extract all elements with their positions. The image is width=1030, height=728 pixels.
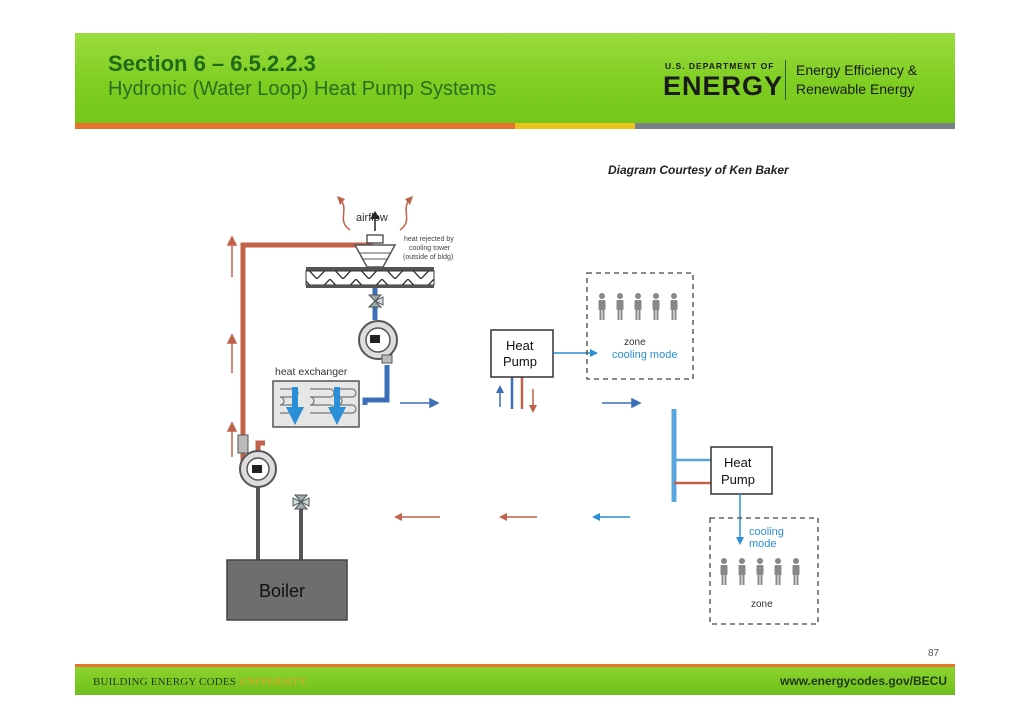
heat-pump-2 [710,446,773,495]
tower-return-pipe [362,288,390,405]
water-loop-diagram: airflow heat rejected by cooling tower (… [200,195,830,627]
zone-1-occupants-icon [598,293,678,320]
heat-pump-2-label-2: Pump [721,472,755,487]
zone-1-label: zone [624,337,646,348]
eere-line-2: Renewable Energy [796,81,915,97]
heat-rejected-label-3: (outside of bldg) [403,254,453,261]
footer-brand-accent: UNIVERSITY [239,676,308,688]
slide-footer: BUILDING ENERGY CODES UNIVERSITY www.ene… [75,667,955,695]
diagram-credit: Diagram Courtesy of Ken Baker [608,163,789,177]
cooling-tower [305,211,435,288]
footer-brand: BUILDING ENERGY CODES UNIVERSITY [93,676,307,688]
footer-brand-main: BUILDING ENERGY CODES [93,676,240,688]
logo-divider [785,60,786,100]
header-stripe-orange [75,123,515,129]
eere-line-1: Energy Efficiency & [796,62,918,78]
flow-arrows-bottom [394,513,630,521]
doe-logo-text: ENERGY [663,71,784,101]
heat-pump-1 [490,329,554,378]
heat-exchanger [272,380,360,428]
boiler-pump-icon [237,434,277,488]
heat-pump-2-discharge-arrow [736,494,744,545]
heat-pump-2-label-1: Heat [724,455,752,470]
footer-url[interactable]: www.energycodes.gov/BECU [780,674,947,688]
zone-2-mode-label-1: cooling [749,526,784,538]
heat-rejected-label-1: heat rejected by [404,236,454,243]
zone-2-box [709,517,819,625]
zone-2-mode-label-2: mode [749,538,777,550]
heat-exchanger-label: heat exchanger [275,366,348,378]
flow-arrows-top [400,397,642,409]
heat-pump-1-discharge-arrow [553,349,598,357]
zone-2-occupants-icon [720,558,800,585]
up-arrows-left [226,235,238,457]
page-number: 87 [928,648,940,659]
slide-subtitle: Hydronic (Water Loop) Heat Pump Systems [108,78,497,100]
heat-pump-1-pipes [496,376,537,413]
heat-rejected-arrows [337,196,413,231]
boiler-valve-icon [292,494,310,510]
tower-pump-icon [358,320,398,364]
slide-header: Section 6 – 6.5.2.2.3 Hydronic (Water Lo… [75,33,955,123]
zone-1-mode-label: cooling mode [612,349,677,361]
airflow-label: airflow [356,212,388,224]
boiler-label: Boiler [259,581,305,601]
zone-2-label: zone [751,599,773,610]
zone-1-box [586,272,694,380]
heat-pump-2-pipes [674,458,711,485]
diagram-svg: airflow heat rejected by cooling tower (… [226,196,819,625]
footer-stripe [75,664,955,667]
heat-pump-1-label-1: Heat [506,338,534,353]
heat-rejected-label-2: cooling tower [409,245,451,252]
boiler [226,559,348,621]
header-stripe-gray [635,123,955,129]
tower-valve-icon [367,294,384,308]
heat-pump-1-label-2: Pump [503,354,537,369]
slide-title: Section 6 – 6.5.2.2.3 [108,51,316,76]
doe-logo-small-text: U.S. DEPARTMENT OF [665,61,775,71]
header-stripe-yellow [515,123,635,129]
